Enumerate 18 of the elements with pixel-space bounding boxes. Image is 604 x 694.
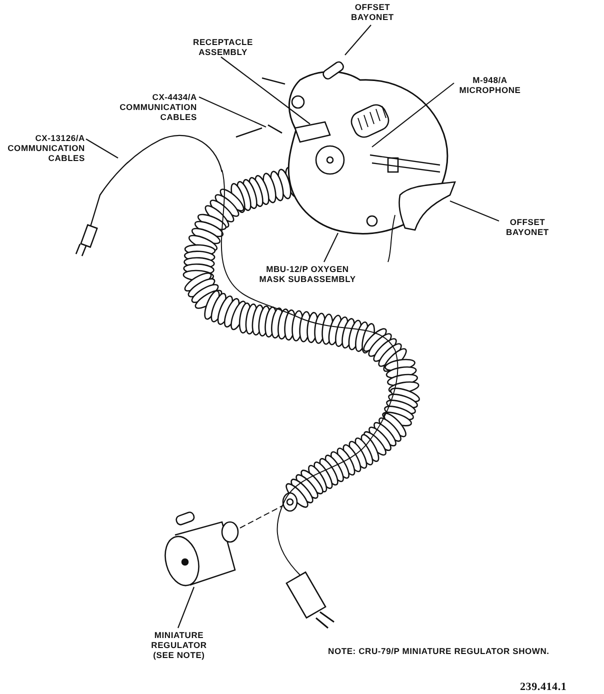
leader-line (220, 56, 310, 124)
part-label: RECEPTACLE ASSEMBLY (188, 37, 258, 57)
leader-line (372, 82, 454, 148)
leader-line (324, 232, 338, 262)
note-text: NOTE: CRU-79/P MINIATURE REGULATOR SHOWN. (328, 646, 550, 656)
part-label: M-948/A MICROPHONE (455, 75, 525, 95)
part-label: OFFSET BAYONET (500, 217, 555, 237)
part-label: MBU-12/P OXYGEN MASK SUBASSEMBLY (255, 264, 360, 284)
leader-line (177, 586, 195, 628)
part-label: OFFSET BAYONET (345, 2, 400, 22)
leader-line (86, 138, 118, 158)
leader-line (450, 200, 500, 222)
leader-line (344, 24, 372, 56)
figure-number: 239.414.1 (520, 682, 567, 692)
part-label: MINIATURE REGULATOR (SEE NOTE) (145, 630, 213, 660)
leader-line (198, 96, 266, 128)
part-label: CX-4434/A COMMUNICATION CABLES (105, 92, 197, 122)
part-label: CX-13126/A COMMUNICATION CABLES (0, 133, 85, 163)
